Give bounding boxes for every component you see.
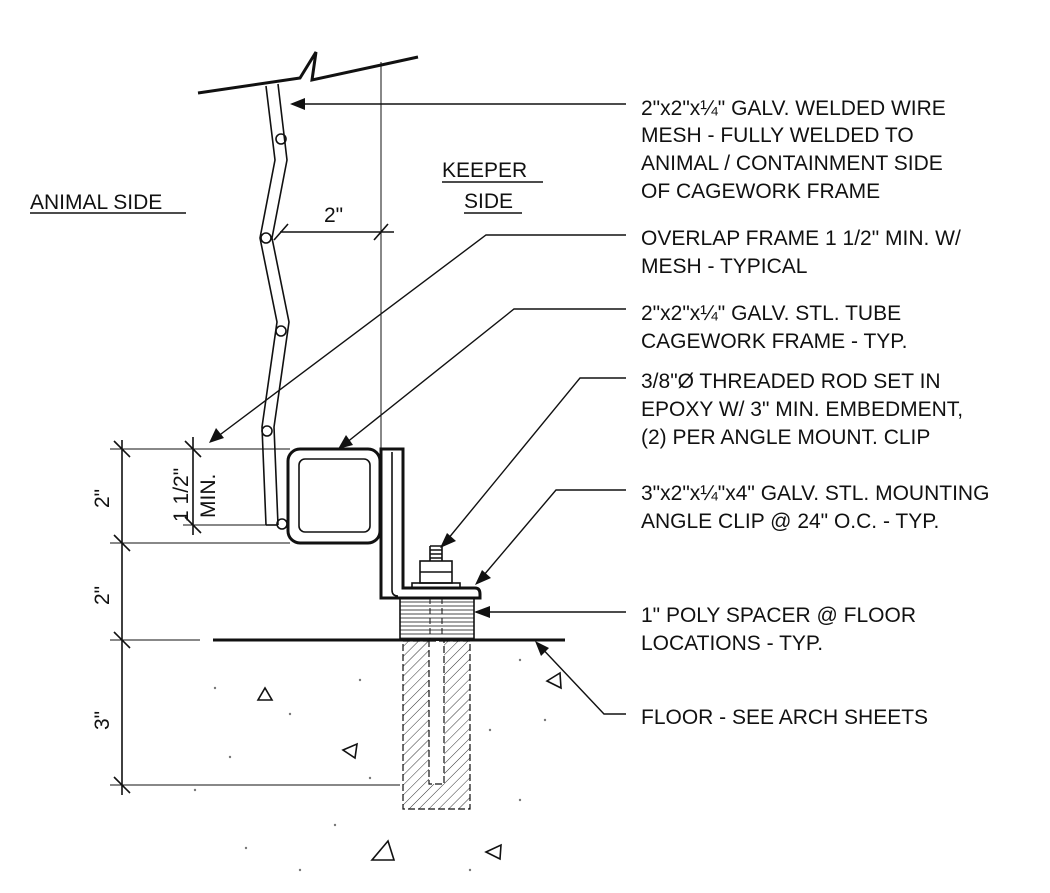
callout-overlap: OVERLAP FRAME 1 1/2" MIN. W/ MESH - TYPI… — [641, 227, 961, 278]
mesh-wire-node — [260, 232, 272, 244]
callout-text: OF CAGEWORK FRAME — [641, 180, 880, 203]
keeper-side-label-2: SIDE — [464, 190, 513, 213]
poly-spacer — [399, 597, 475, 640]
callout-mesh: 2"x2"x¼" GALV. WELDED WIRE MESH - FULLY … — [641, 97, 946, 203]
callout-text: 1" POLY SPACER @ FLOOR — [641, 604, 916, 627]
callout-text: (2) PER ANGLE MOUNT. CLIP — [641, 426, 930, 449]
callout-text: 2"x2"x¼" GALV. STL. TUBE — [641, 302, 901, 325]
callout-text: 3"x2"x¼"x4" GALV. STL. MOUNTING — [641, 482, 989, 505]
wire-mesh — [259, 85, 278, 526]
callout-text: MESH - TYPICAL — [641, 255, 807, 278]
spacer-height-text: 2" — [91, 586, 114, 605]
callout-text: ANIMAL / CONTAINMENT SIDE — [641, 152, 943, 175]
callout-text: FLOOR - SEE ARCH SHEETS — [641, 706, 928, 729]
rod-threads — [429, 545, 443, 561]
leader-lines — [209, 98, 626, 715]
callout-text: LOCATIONS - TYP. — [641, 632, 823, 655]
callout-text: EPOXY W/ 3" MIN. EMBEDMENT, — [641, 398, 963, 421]
mesh-wire-node — [275, 133, 287, 145]
angle-clip-inner — [391, 452, 399, 597]
callout-floor: FLOOR - SEE ARCH SHEETS — [641, 706, 928, 729]
overlap-dimension — [183, 437, 270, 535]
embed-depth-text: 3" — [91, 711, 114, 730]
tube-frame-inner — [298, 458, 371, 533]
callout-text: OVERLAP FRAME 1 1/2" MIN. W/ — [641, 227, 961, 250]
callout-rod: 3/8"Ø THREADED ROD SET IN EPOXY W/ 3" MI… — [641, 370, 963, 449]
frame-height-text: 2" — [91, 489, 114, 508]
left-dimension-string — [110, 440, 400, 795]
overlap-text-1: 1 1/2" — [170, 468, 193, 522]
callout-angle: 3"x2"x¼"x4" GALV. STL. MOUNTING ANGLE CL… — [641, 482, 989, 533]
top-break-line — [197, 51, 419, 95]
threaded-rod — [428, 640, 445, 785]
callout-text: ANGLE CLIP @ 24" O.C. - TYP. — [641, 510, 939, 533]
callout-tube: 2"x2"x¼" GALV. STL. TUBE CAGEWORK FRAME … — [641, 302, 907, 353]
keeper-side-label-1: KEEPER — [442, 159, 527, 182]
wire-mesh-back — [271, 83, 290, 526]
angle-clip — [379, 447, 482, 600]
callout-spacer: 1" POLY SPACER @ FLOOR LOCATIONS - TYP. — [641, 604, 916, 655]
washer — [411, 582, 461, 589]
animal-side-label: ANIMAL SIDE — [30, 191, 162, 214]
callout-text: CAGEWORK FRAME - TYP. — [641, 330, 907, 353]
callout-text: 3/8"Ø THREADED ROD SET IN — [641, 370, 941, 393]
mesh-wire-node — [261, 425, 273, 437]
callout-text: MESH - FULLY WELDED TO — [641, 124, 914, 147]
mesh-wire-node — [275, 325, 287, 337]
mesh-spacing-dimension — [273, 223, 394, 241]
callout-text: 2"x2"x¼" GALV. WELDED WIRE — [641, 97, 946, 120]
overlap-text-2: MIN. — [197, 474, 220, 518]
mesh-spacing-text: 2" — [324, 204, 343, 227]
concrete-aggregate — [193, 658, 562, 872]
tube-frame-outer — [286, 447, 382, 545]
